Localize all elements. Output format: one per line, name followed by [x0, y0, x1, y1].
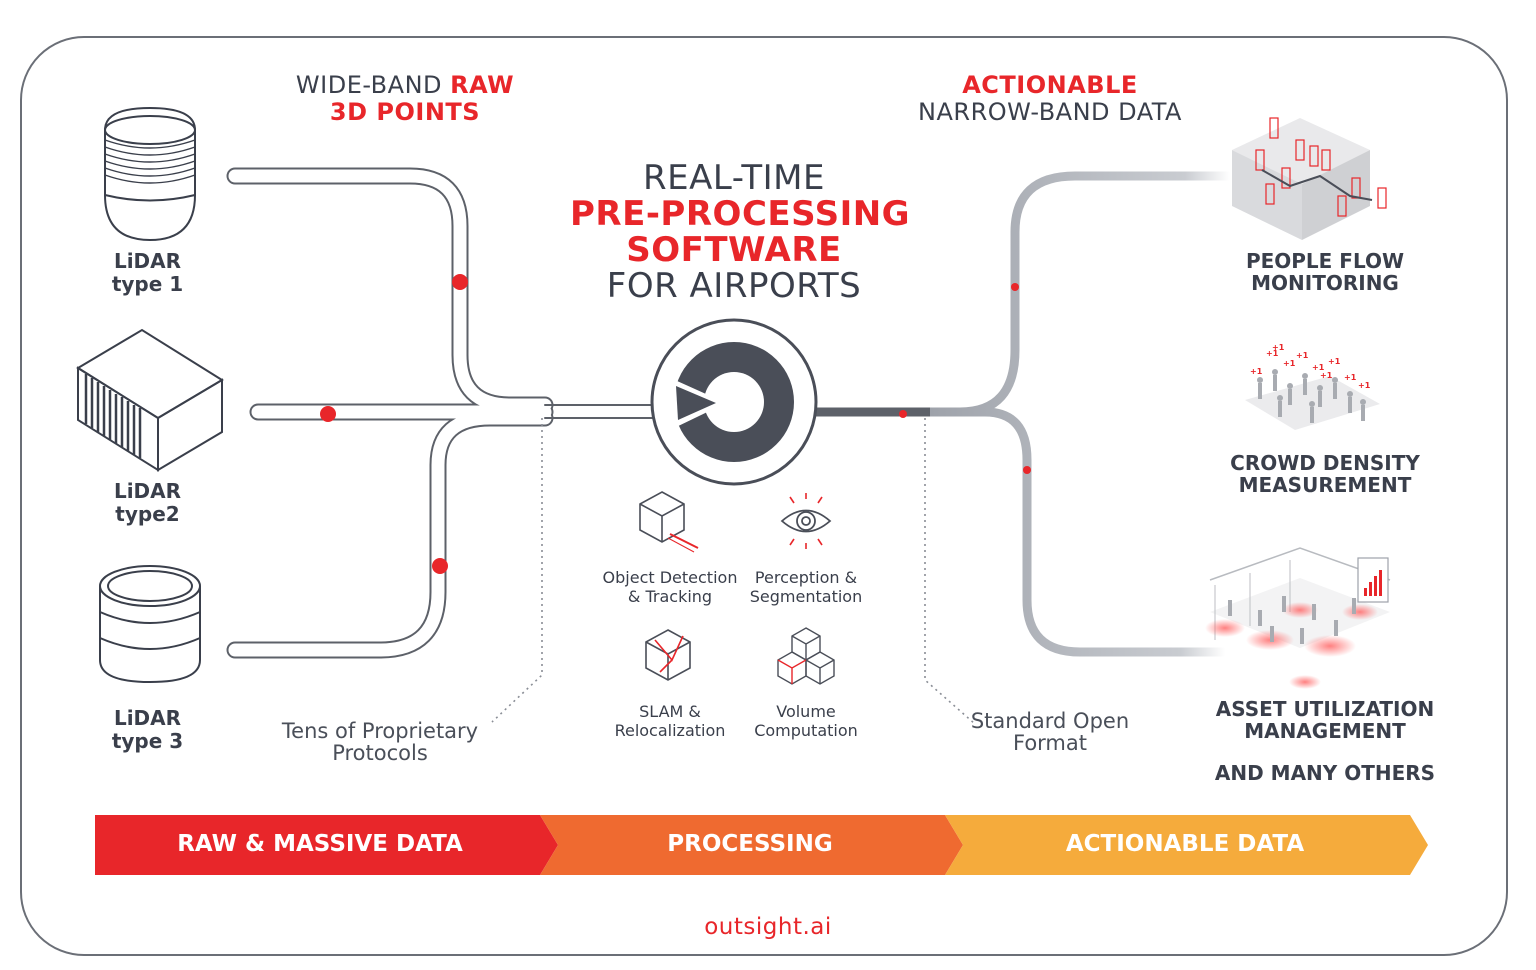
svg-text:+1: +1	[1320, 371, 1333, 380]
band-label-processing: PROCESSING	[667, 831, 833, 857]
svg-text:+1: +1	[1312, 363, 1325, 372]
band-actionable-data	[945, 815, 1428, 875]
output-line: MONITORING	[1251, 271, 1399, 295]
output-crowd-density: CROWD DENSITY MEASUREMENT	[1220, 452, 1430, 496]
svg-text:+1: +1	[1328, 357, 1341, 366]
capability-line: Computation	[754, 721, 858, 740]
capability-line: Relocalization	[614, 721, 726, 740]
crowd-density-icon: +1+1+1 +1+1+1 +1+1+1 +1	[1245, 343, 1380, 430]
band-processing	[540, 815, 963, 875]
svg-text:+1: +1	[1358, 381, 1371, 390]
input-pipes	[226, 167, 656, 659]
sensor-type: type2	[115, 502, 180, 526]
capability-volume: Volume Computation	[735, 702, 877, 740]
left-header-highlight-line2: 3D POINTS	[329, 98, 481, 126]
footer-website[interactable]: outsight.ai	[704, 914, 832, 940]
center-title-line1: REAL-TIME	[643, 158, 825, 198]
capability-object-detection: Object Detection & Tracking	[590, 568, 750, 606]
center-title-line4: FOR AIRPORTS	[606, 266, 862, 306]
stacked-cubes-icon	[777, 627, 835, 685]
capability-line: Volume	[776, 702, 836, 721]
sensor-label-2: LiDAR type2	[90, 480, 205, 526]
cube-detection-icon	[639, 491, 699, 553]
sensor-type: type 1	[111, 272, 184, 296]
leader-lines	[491, 418, 976, 725]
sensor-label-3: LiDAR type 3	[90, 707, 205, 753]
data-packet-dots	[320, 274, 468, 574]
protocols-note-line: Protocols	[332, 741, 428, 765]
protocols-note-line: Tens of Proprietary	[281, 719, 479, 743]
asset-heatmap-icon	[1205, 547, 1391, 689]
output-pipes	[815, 171, 1230, 657]
lidar-type2-icon	[76, 328, 224, 472]
protocols-note: Tens of Proprietary Protocols	[262, 720, 498, 764]
lidar-type3-icon	[99, 565, 201, 684]
center-title: REAL-TIME PRE-PROCESSING SOFTWARE FOR AI…	[570, 158, 911, 306]
stage-band	[95, 815, 1428, 875]
slam-cube-icon	[645, 629, 691, 681]
svg-text:+1: +1	[1272, 343, 1285, 352]
output-line: PEOPLE FLOW	[1245, 249, 1405, 273]
right-header: ACTIONABLE NARROW-BAND DATA	[900, 72, 1200, 126]
sensor-name: LiDAR	[113, 706, 182, 730]
sensor-name: LiDAR	[113, 479, 182, 503]
format-note-line: Standard Open	[970, 709, 1130, 733]
output-line: ASSET UTILIZATION	[1215, 697, 1435, 721]
center-title-line2: PRE-PROCESSING	[570, 194, 911, 234]
sensor-label-1: LiDAR type 1	[90, 250, 205, 296]
output-people-flow: PEOPLE FLOW MONITORING	[1220, 250, 1430, 294]
right-header-highlight: ACTIONABLE	[962, 71, 1138, 99]
capability-line: Segmentation	[749, 587, 863, 606]
svg-text:+1: +1	[1266, 349, 1279, 358]
output-asset-utilization: ASSET UTILIZATION MANAGEMENT	[1205, 698, 1445, 742]
eye-icon	[780, 493, 832, 549]
left-header-prefix: WIDE-BAND	[295, 71, 451, 99]
capability-slam: SLAM & Relocalization	[590, 702, 750, 740]
svg-text:+1: +1	[1344, 373, 1357, 382]
left-header-highlight: RAW	[450, 71, 515, 99]
format-note-line: Format	[1012, 731, 1087, 755]
band-label-actionable: ACTIONABLE DATA	[1065, 831, 1305, 857]
center-title-line3: SOFTWARE	[626, 230, 842, 270]
output-line: MEASUREMENT	[1238, 473, 1412, 497]
output-many-others: AND MANY OTHERS	[1214, 761, 1436, 785]
capability-line: & Tracking	[627, 587, 713, 606]
people-flow-icon	[1232, 117, 1387, 240]
capability-line: Object Detection	[602, 568, 738, 587]
capability-line: SLAM &	[639, 702, 701, 721]
format-note: Standard Open Format	[960, 710, 1140, 754]
output-line: CROWD DENSITY	[1230, 451, 1420, 475]
capability-perception: Perception & Segmentation	[735, 568, 877, 606]
left-header: WIDE-BAND RAW 3D POINTS	[290, 72, 520, 126]
band-raw-data	[95, 815, 558, 875]
band-label-raw: RAW & MASSIVE DATA	[177, 831, 463, 857]
processor-logo-icon	[650, 318, 818, 486]
output-line: MANAGEMENT	[1244, 719, 1406, 743]
sensor-name: LiDAR	[113, 249, 182, 273]
svg-text:+1: +1	[1296, 351, 1309, 360]
sensor-type: type 3	[111, 729, 184, 753]
lidar-type1-icon	[104, 106, 196, 242]
capability-line: Perception &	[754, 568, 858, 587]
svg-text:+1: +1	[1283, 359, 1296, 368]
svg-text:+1: +1	[1250, 367, 1263, 376]
right-header-rest: NARROW-BAND DATA	[918, 98, 1182, 126]
